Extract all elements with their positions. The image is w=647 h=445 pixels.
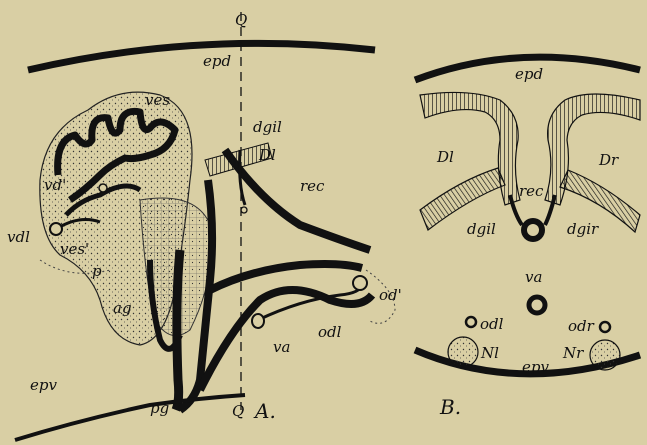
label-od1: od' [379, 286, 402, 304]
label-vd: vd' [44, 176, 66, 194]
label-va-b: va [525, 268, 542, 286]
label-epv-a: epv [30, 376, 57, 394]
label-va-a: va [273, 338, 290, 356]
label-ag: ag [113, 299, 132, 317]
label-nl-b: Nl [480, 344, 499, 362]
label-rec-b: rec [519, 182, 544, 200]
label-dl-b: Dl [436, 148, 454, 166]
label-vdl: vdl [7, 228, 30, 246]
label-q-bottom: Q [232, 402, 244, 420]
tube-ag [176, 250, 180, 410]
tube-rec-lower [210, 264, 362, 290]
odl-ring [466, 317, 476, 327]
label-dgir-b: dgir [567, 220, 599, 238]
nerve-nl [448, 337, 478, 367]
figure-a: Q epd ves dgil Dl vd' rec vdl ves' p od'… [7, 11, 402, 440]
vdl-opening [50, 223, 62, 235]
label-ves: ves [145, 91, 170, 109]
ventral-epidermis-a [15, 395, 245, 440]
label-epd-b: epd [515, 65, 543, 83]
label-p: p [92, 262, 102, 280]
odl-opening [252, 314, 264, 328]
rectum-lumen [527, 224, 539, 236]
panel-label-a: A. [253, 399, 276, 423]
vd-opening [99, 184, 107, 192]
va-ring [529, 297, 545, 313]
label-dr-b: Dr [598, 151, 619, 169]
label-epd-a: epd [203, 52, 231, 70]
label-dgil-a: dgil [253, 118, 282, 136]
nerve-nr [590, 340, 620, 370]
dorsal-epidermis-a [28, 43, 375, 70]
label-odl-a: odl [318, 323, 342, 341]
label-ves1: ves' [60, 240, 89, 258]
label-epv-b: epv [522, 358, 549, 376]
label-pg: pg [150, 399, 169, 417]
odr-ring [600, 322, 610, 332]
label-nr-b: Nr [562, 344, 584, 362]
label-dl-a: Dl [258, 146, 276, 164]
label-odr-b: odr [568, 317, 595, 335]
label-odl-b: odl [480, 315, 504, 333]
od-opening [353, 276, 367, 290]
label-q-top: Q [235, 11, 247, 29]
label-rec-a: rec [300, 177, 325, 195]
label-dgil-b: dgil [467, 220, 496, 238]
figure-b: epd Dl Dr rec dgil dgir va odl odr Nl Nr… [415, 57, 640, 419]
dgil-opening [241, 207, 247, 213]
panel-label-b: B. [439, 395, 461, 419]
